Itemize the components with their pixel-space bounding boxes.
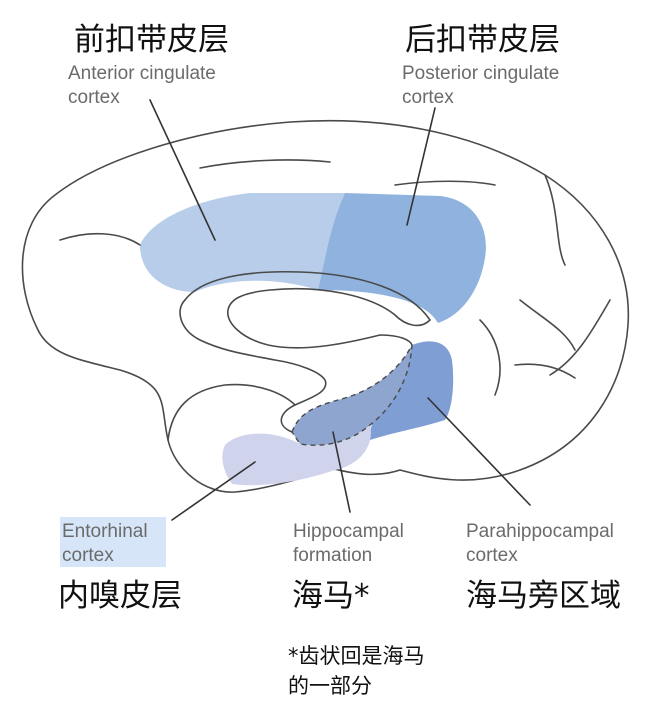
- hippocampal-en-1: Hippocampal: [293, 521, 404, 542]
- footnote-line-2: 的一部分: [288, 674, 372, 698]
- entorhinal-label-highlight: [60, 517, 166, 567]
- entorhinal-en-2: cortex: [62, 545, 114, 566]
- hippocampal-zh: 海马*: [292, 578, 370, 614]
- parahippocampal-zh: 海马旁区域: [466, 578, 621, 614]
- brain-outline: [21, 119, 630, 493]
- anterior-cingulate-region: [140, 193, 345, 292]
- parahippocampal-region: [369, 341, 454, 440]
- posterior-cingulate-en-1: Posterior cingulate: [402, 63, 559, 84]
- anterior-cingulate-en-1: Anterior cingulate: [68, 63, 216, 84]
- sulcus-4: [544, 174, 566, 266]
- sulcus-7: [514, 363, 576, 379]
- temporal-lobe-outline: [167, 383, 296, 441]
- entorhinal-region: [222, 425, 371, 486]
- sulcus-1: [59, 232, 141, 246]
- sulcus-3: [394, 180, 496, 186]
- entorhinal-en-1: Entorhinal: [62, 521, 148, 542]
- footnote-line-1: *齿状回是海马: [288, 644, 425, 668]
- anterior-cingulate-en-2: cortex: [68, 87, 120, 108]
- entorhinal-zh: 内嗅皮层: [58, 578, 182, 614]
- hippocampal-formation-region: [292, 345, 412, 446]
- leader-posterior: [406, 107, 436, 226]
- brainstem-outline: [179, 299, 327, 433]
- posterior-cingulate-en-2: cortex: [402, 87, 454, 108]
- parahippocampal-en-2: cortex: [466, 545, 518, 566]
- leader-hippocampal: [332, 431, 351, 513]
- posterior-cingulate-region: [318, 193, 486, 323]
- sulcus-5: [519, 299, 576, 351]
- corpus-callosum-outline: [184, 270, 431, 349]
- parahippocampal-en-1: Parahippocampal: [466, 521, 614, 542]
- sulcus-8: [479, 319, 501, 396]
- posterior-cingulate-zh: 后扣带皮层: [405, 22, 560, 58]
- hippocampal-en-2: formation: [293, 545, 372, 566]
- anterior-cingulate-zh: 前扣带皮层: [74, 22, 229, 58]
- leader-anterior: [149, 99, 216, 241]
- leader-parahippocampal: [427, 397, 531, 506]
- leader-entorhinal: [171, 461, 256, 521]
- sulcus-2: [199, 159, 331, 169]
- sulcus-6: [549, 299, 611, 376]
